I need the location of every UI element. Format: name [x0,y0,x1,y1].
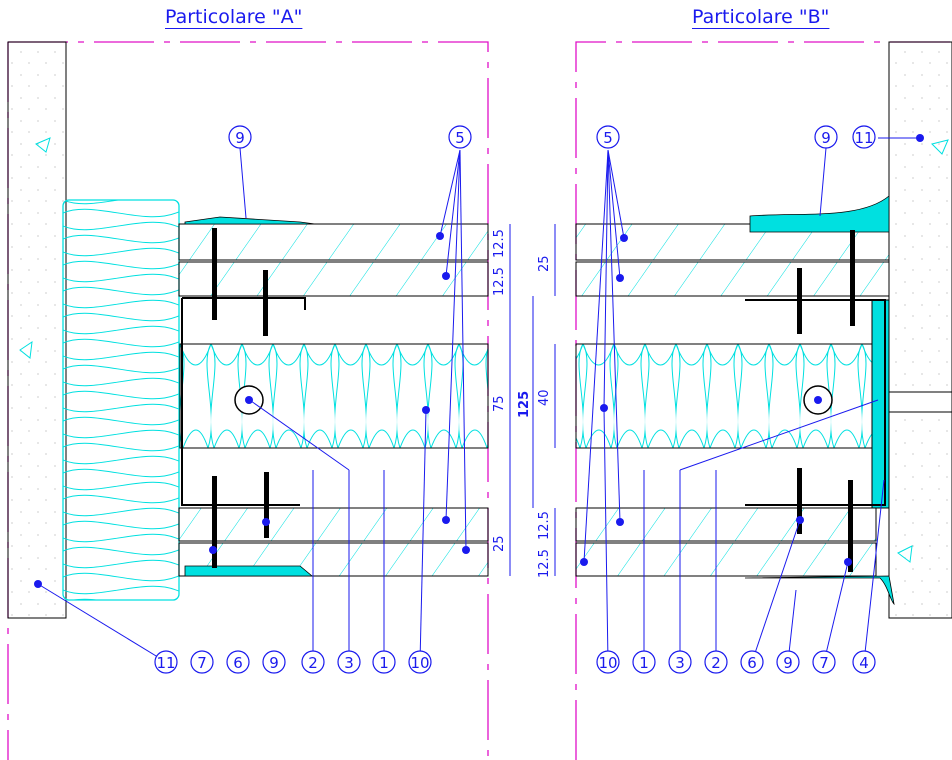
callout-b-bottom: 3 [675,654,685,672]
dim-a-75: 75 [492,395,507,412]
callout-b-bottom: 10 [598,654,617,672]
dim-b-40: 40 [537,389,552,406]
dim-b-25: 25 [537,255,552,272]
callout-a-bottom: 2 [308,654,318,672]
callout-b-bottom: 1 [639,654,649,672]
concrete-triangle [35,137,51,153]
concrete-triangle [931,139,949,155]
callout-a-bottom: 6 [233,654,243,672]
boards-a [178,216,489,577]
concrete-triangle [897,545,913,563]
callout-a-bottom: 10 [410,654,429,672]
callout-a-bottom: 7 [197,654,207,672]
callout-b-bottom: 9 [783,654,793,672]
section-frame-b [575,41,952,760]
dim-a-12-5-top-1: 12.5 [492,229,507,258]
title-detail-a: Particolare "A" [165,6,303,28]
leader-lines [37,137,920,663]
boards-b [575,195,952,606]
callout-b-9: 9 [821,129,831,147]
concrete-triangle [19,340,33,359]
concrete-wall-right [888,41,952,619]
dim-a-25: 25 [492,535,507,552]
callout-b-bottom: 7 [819,654,829,672]
screws [212,228,855,572]
callout-b-11: 11 [854,129,873,147]
callout-a-bottom: 9 [269,654,279,672]
dim-a-125: 125 [517,391,532,418]
dim-a-12-5-bot-1: 12.5 [537,511,552,540]
dim-a-12-5-bot-2: 12.5 [537,549,552,578]
callouts-top [228,125,876,149]
callout-a-bottom: 1 [379,654,389,672]
callout-b-5: 5 [603,129,613,147]
exterior-insulation [62,199,180,601]
callout-b-bottom: 4 [859,654,869,672]
callouts-bottom-a [154,650,432,674]
callout-a-5: 5 [455,129,465,147]
callout-b-bottom: 6 [747,654,757,672]
concrete-wall-left [7,41,67,619]
callout-a-9: 9 [235,129,245,147]
dim-a-12-5-top-2: 12.5 [492,267,507,296]
leader-dots [34,134,924,588]
callout-a-bottom: 3 [344,654,354,672]
callout-a-bottom: 11 [156,654,175,672]
callouts-bottom-b [596,650,876,674]
callout-b-bottom: 2 [711,654,721,672]
title-detail-b: Particolare "B" [692,6,830,28]
